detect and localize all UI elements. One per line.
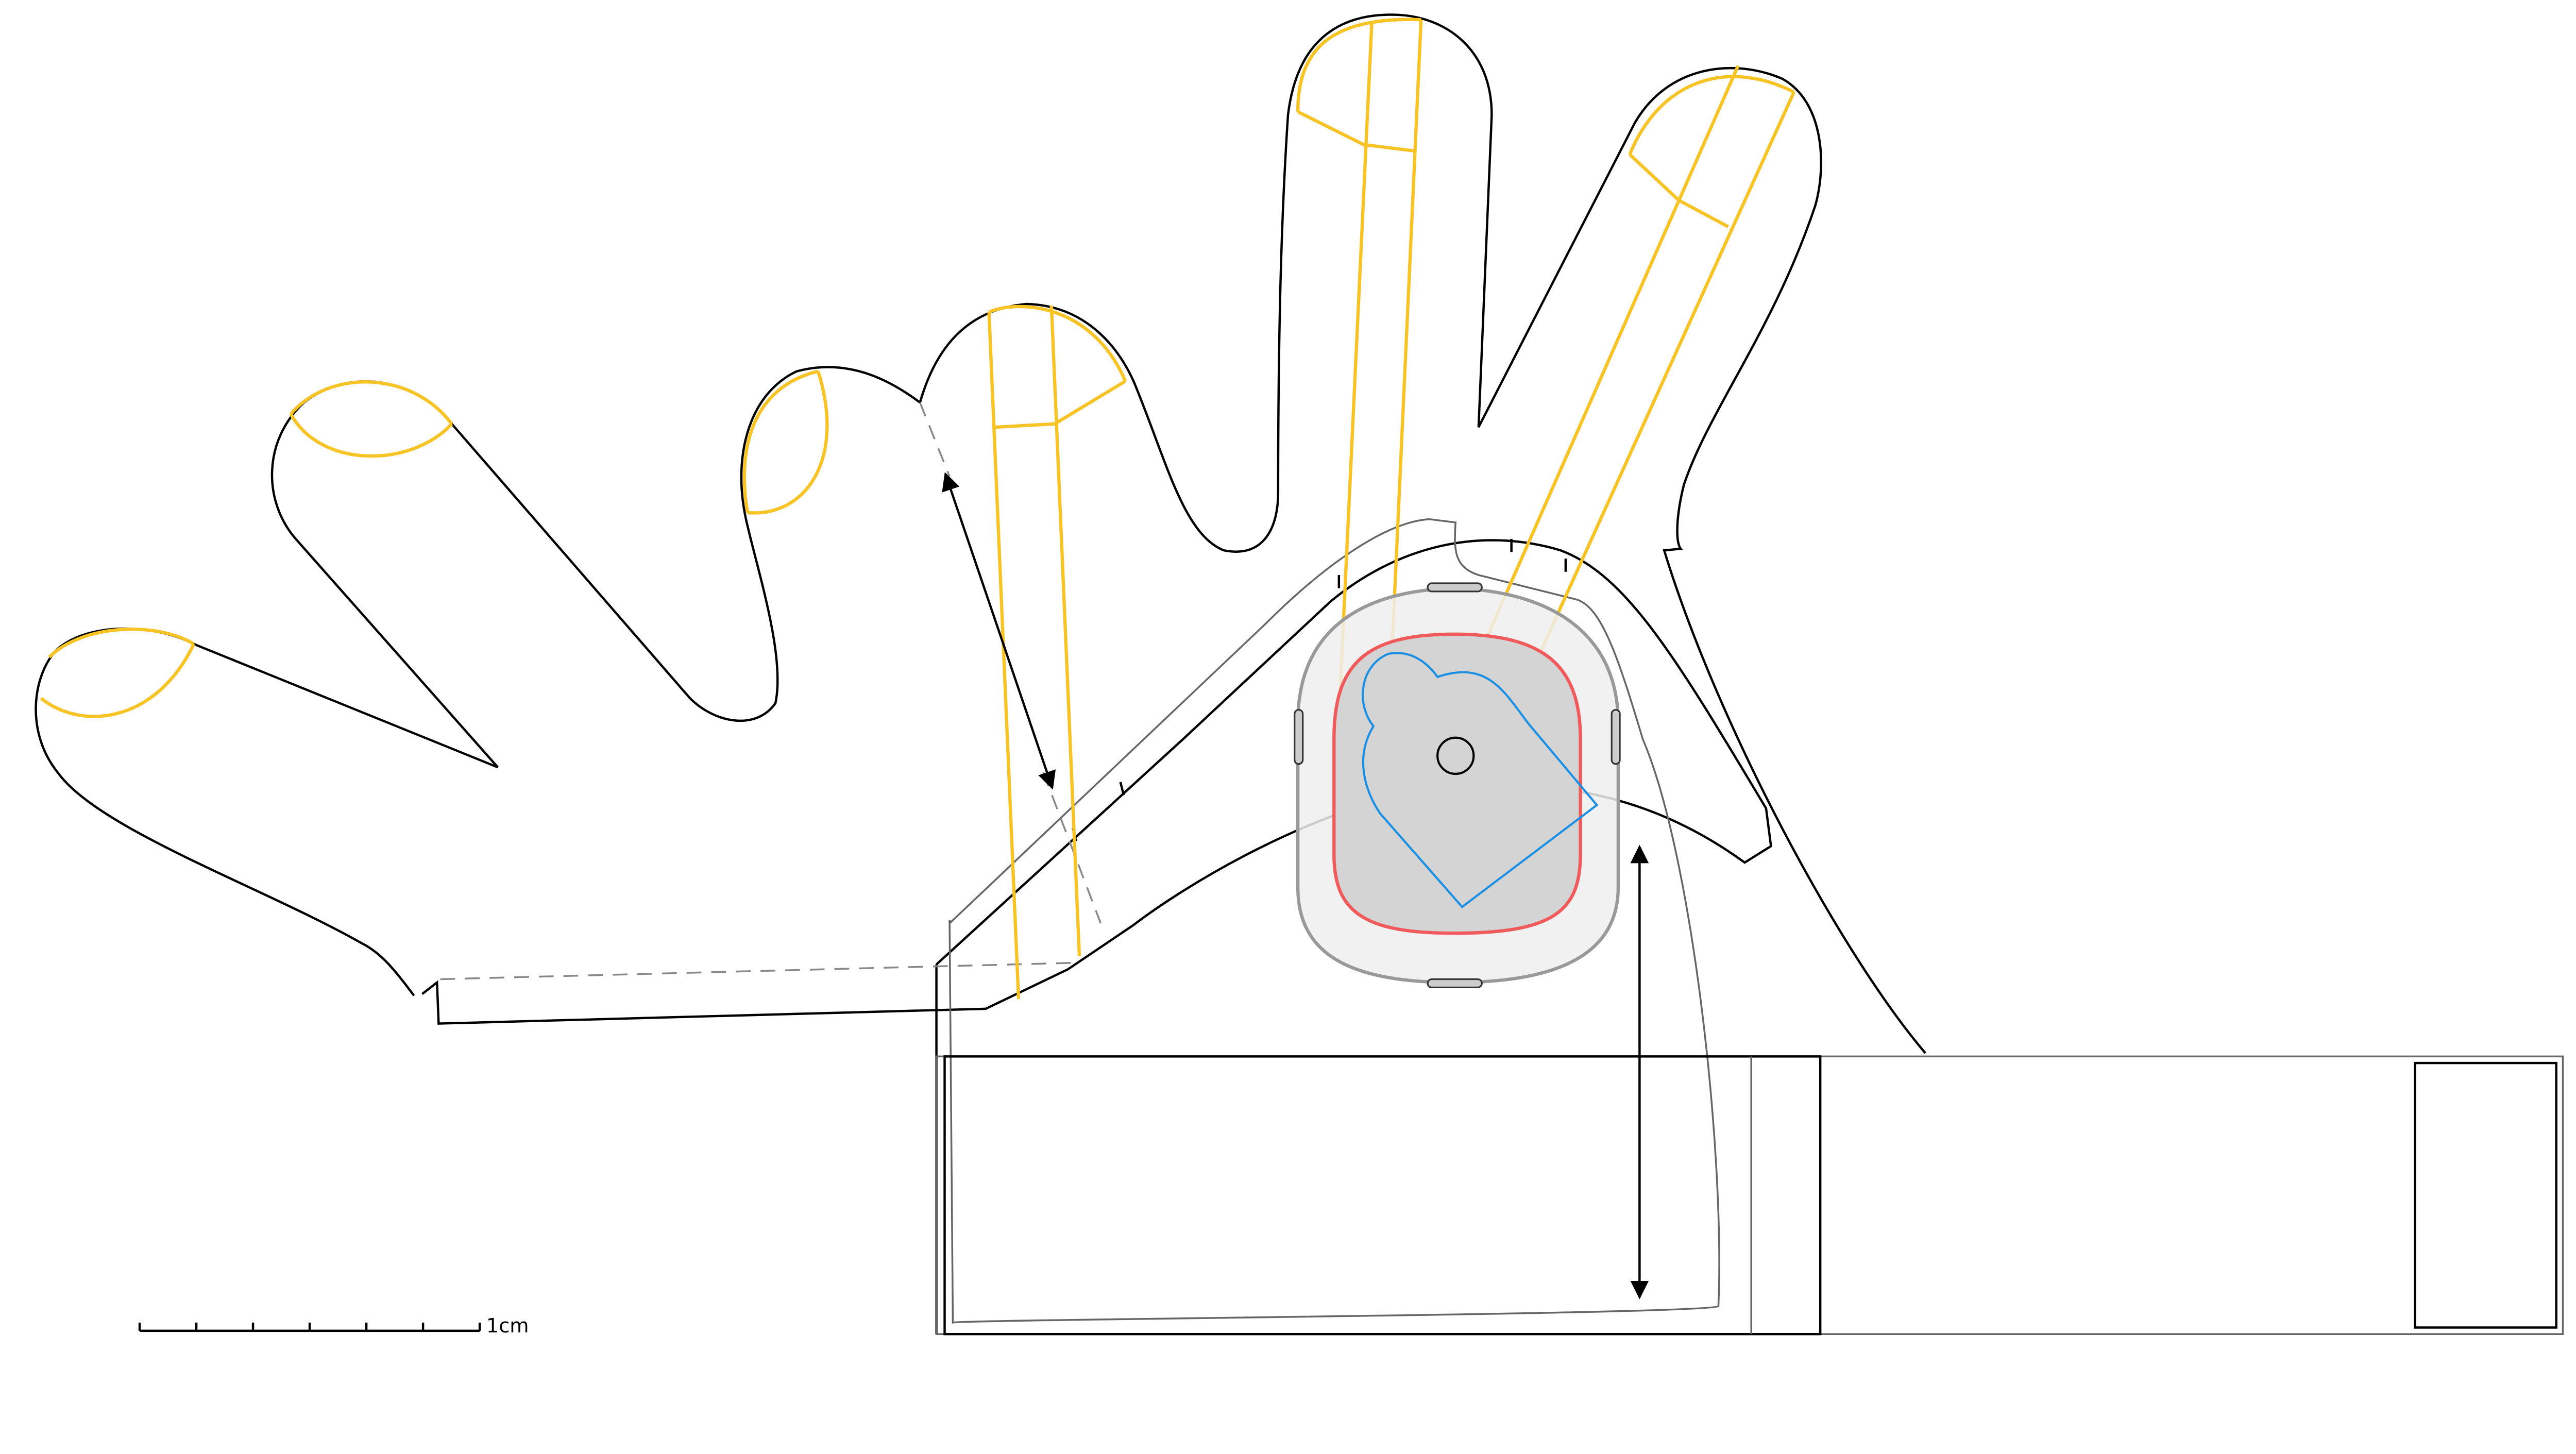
dashed-seam-line: [919, 402, 1102, 924]
inner-pad: [1332, 632, 1582, 935]
scale-bar: 1cm: [138, 1314, 529, 1338]
center-hole: [1436, 736, 1475, 775]
measure-arrow-diagonal: [942, 472, 1056, 790]
glove-pattern-diagram: 1cm: [35, 13, 2564, 1338]
cuff-left-panel: [943, 1055, 1822, 1335]
palm-ticks: [1072, 538, 1567, 842]
cuff-tab: [2414, 1061, 2557, 1329]
hand-outline: [35, 13, 1926, 1054]
cuff-outer: [935, 1055, 2564, 1335]
thumb-guide: [948, 518, 1720, 1324]
scale-bar-label: 1cm: [486, 1314, 529, 1338]
pad-tabs: [1294, 582, 1621, 989]
dashed-fold-line: [440, 961, 1076, 980]
inner-shape: [1362, 652, 1599, 909]
